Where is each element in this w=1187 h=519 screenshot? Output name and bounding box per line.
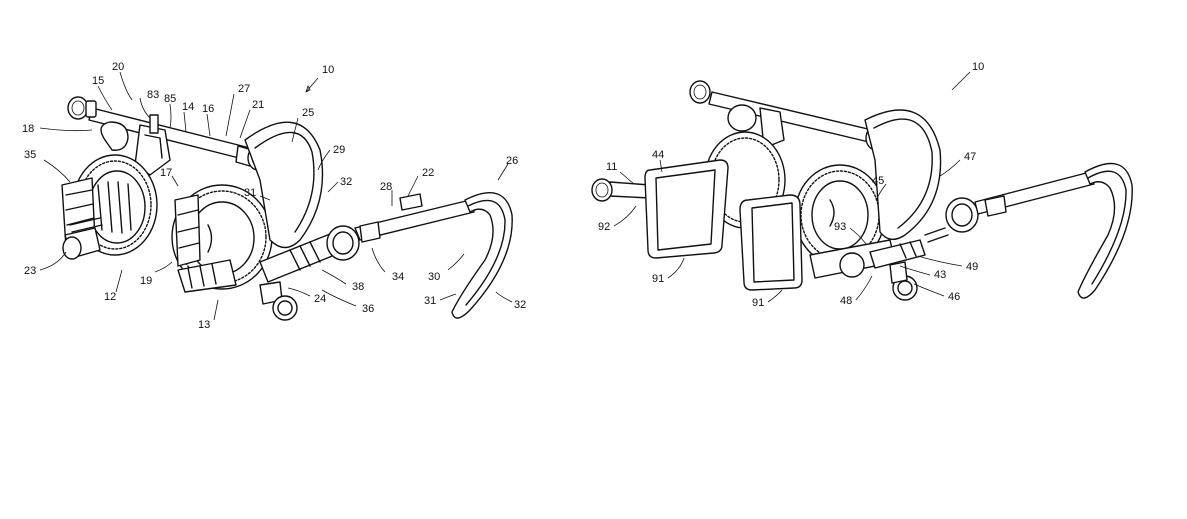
- ref-label: 14: [182, 101, 194, 113]
- ref-label: 21: [252, 99, 264, 111]
- ref-label: 10: [972, 61, 984, 73]
- ref-label: 29: [333, 144, 345, 156]
- ref-label: 31: [244, 187, 256, 199]
- ref-label: 38: [352, 281, 364, 293]
- ref-label: 20: [112, 61, 124, 73]
- ref-label: 31: [424, 295, 436, 307]
- ref-label: 35: [24, 149, 36, 161]
- ref-label: 93: [834, 221, 846, 233]
- top-bar-right: [690, 81, 886, 150]
- ref-label: 36: [362, 303, 374, 315]
- ref-label: 83: [147, 89, 159, 101]
- ref-label: 18: [22, 123, 34, 135]
- ref-label: 19: [140, 275, 152, 287]
- ref-label: 11: [606, 161, 617, 173]
- ref-label: 34: [392, 271, 404, 283]
- square-lens-1: [645, 160, 728, 258]
- ref-label: 46: [948, 291, 960, 303]
- ref-label: 22: [422, 167, 434, 179]
- ref-label: 10: [322, 64, 334, 76]
- ref-label: 48: [840, 295, 852, 307]
- ref-label: 45: [872, 175, 884, 187]
- square-lens-2: [740, 195, 802, 290]
- ref-label: 17: [160, 167, 172, 179]
- ref-label: 30: [428, 271, 440, 283]
- ref-label: 91: [652, 273, 664, 285]
- lower-knob: [260, 282, 297, 320]
- left-eye-ring: [62, 155, 157, 259]
- ref-label: 24: [314, 293, 326, 305]
- ref-label: 32: [340, 176, 352, 188]
- temple-arm-right: [925, 172, 1094, 242]
- right-eye-ring: [172, 185, 272, 292]
- ref-label: 25: [302, 107, 314, 119]
- ref-label: 23: [24, 265, 36, 277]
- left-rod-right: [592, 179, 650, 201]
- ref-label: 92: [598, 221, 610, 233]
- ref-label: 15: [92, 75, 104, 87]
- ref-label: 32: [514, 299, 526, 311]
- ref-label: 47: [964, 151, 976, 163]
- ref-label: 16: [202, 103, 214, 115]
- ref-label: 28: [380, 181, 392, 193]
- ref-label: 49: [966, 261, 978, 273]
- trial-frame-figure-left: [62, 97, 512, 320]
- ref-label: 43: [934, 269, 946, 281]
- trial-frame-figure-right: [592, 81, 1132, 300]
- ref-label: 27: [238, 83, 250, 95]
- ref-label: 12: [104, 291, 116, 303]
- ref-label: 91: [752, 297, 764, 309]
- ref-label: 13: [198, 319, 210, 331]
- ref-label: 26: [506, 155, 518, 167]
- ref-label: 44: [652, 149, 664, 161]
- ref-label: 85: [164, 93, 176, 105]
